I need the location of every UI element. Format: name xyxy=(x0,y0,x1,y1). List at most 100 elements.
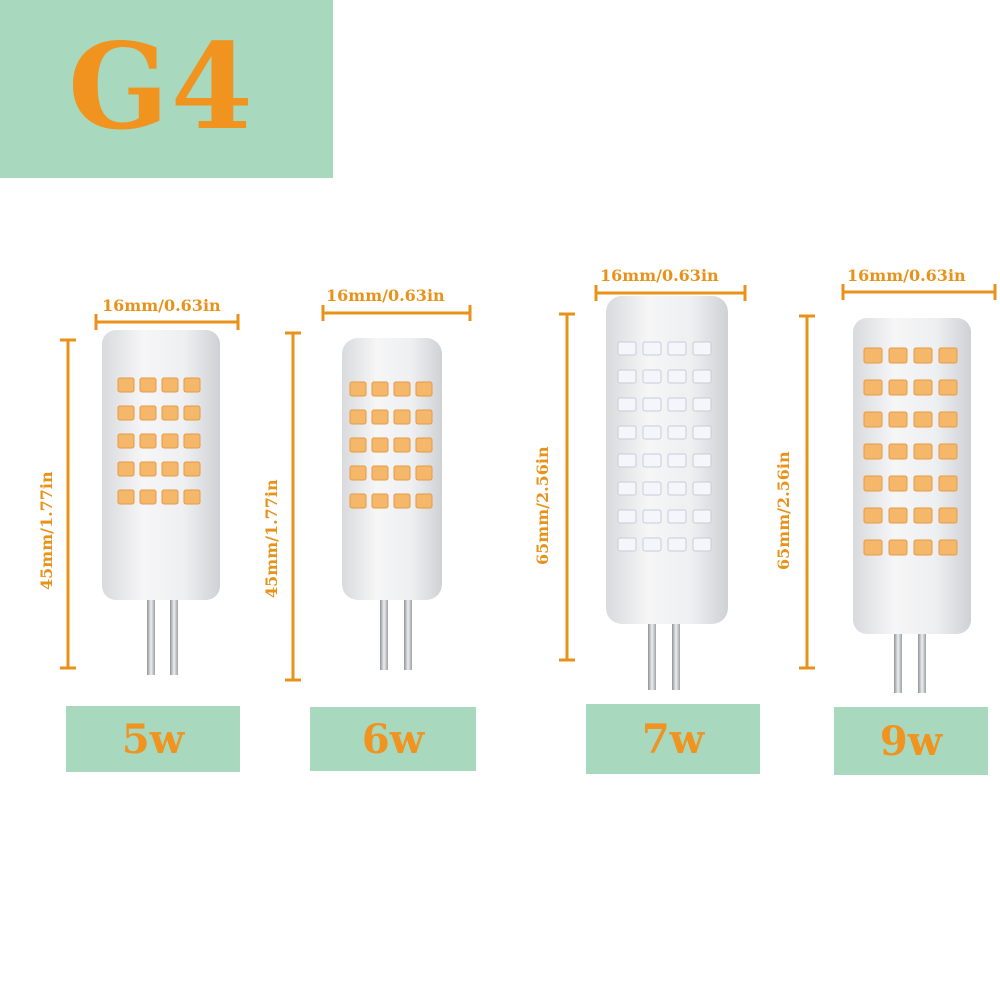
led-chip xyxy=(692,453,712,468)
led-chip xyxy=(667,509,687,524)
wattage-6w: 6w xyxy=(361,715,425,763)
led-chip xyxy=(139,433,157,449)
wattage-5w: 5w xyxy=(121,715,185,763)
led-chip xyxy=(888,443,908,460)
led-chip xyxy=(161,433,179,449)
led-chip xyxy=(349,409,367,425)
bulb-5w xyxy=(60,314,240,675)
led-chip xyxy=(117,377,135,393)
led-chip xyxy=(617,453,637,468)
led-chip xyxy=(913,507,933,524)
led-chip xyxy=(692,397,712,412)
led-chip xyxy=(415,409,433,425)
width-label-6w: 16mm/0.63in xyxy=(326,286,445,305)
led-chip xyxy=(913,539,933,556)
led-chip xyxy=(393,465,411,481)
led-chip xyxy=(888,347,908,364)
led-chip xyxy=(349,381,367,397)
led-chip xyxy=(938,507,958,524)
led-chip xyxy=(371,409,389,425)
wattage-badge-7w: 7w xyxy=(586,704,760,774)
led-chip xyxy=(863,443,883,460)
led-chip xyxy=(692,425,712,440)
led-chip xyxy=(642,481,662,496)
led-chip xyxy=(617,425,637,440)
led-chip xyxy=(393,437,411,453)
led-chip xyxy=(642,425,662,440)
bulb-9w xyxy=(799,284,997,693)
led-chip xyxy=(888,539,908,556)
led-chip xyxy=(913,443,933,460)
led-chip xyxy=(183,377,201,393)
led-chip xyxy=(888,411,908,428)
led-chip xyxy=(117,489,135,505)
led-chip xyxy=(183,433,201,449)
width-label-9w: 16mm/0.63in xyxy=(847,266,966,285)
led-chip xyxy=(913,475,933,492)
led-chip xyxy=(692,481,712,496)
led-chip xyxy=(161,489,179,505)
led-chip xyxy=(393,381,411,397)
wattage-9w: 9w xyxy=(879,717,943,765)
led-chip xyxy=(642,369,662,384)
led-chip xyxy=(692,341,712,356)
led-chip xyxy=(139,461,157,477)
title-panel: G4 xyxy=(0,0,333,178)
led-chip xyxy=(617,397,637,412)
width-label-7w: 16mm/0.63in xyxy=(600,266,719,285)
bulb-6w xyxy=(285,305,472,682)
led-chip xyxy=(938,539,958,556)
led-chip xyxy=(183,489,201,505)
led-chip xyxy=(161,461,179,477)
led-chip xyxy=(667,481,687,496)
wattage-badge-9w: 9w xyxy=(834,707,988,775)
led-chip xyxy=(139,405,157,421)
led-chip xyxy=(667,369,687,384)
wattage-badge-6w: 6w xyxy=(310,707,476,771)
led-chip xyxy=(371,465,389,481)
led-chip xyxy=(371,493,389,509)
led-chip xyxy=(667,425,687,440)
led-chip xyxy=(863,411,883,428)
led-chip xyxy=(913,379,933,396)
height-label-9w: 65mm/2.56in xyxy=(774,451,793,570)
led-chip xyxy=(117,461,135,477)
led-chip xyxy=(888,507,908,524)
led-chip xyxy=(139,377,157,393)
led-chip xyxy=(642,509,662,524)
led-chip xyxy=(692,509,712,524)
led-chip xyxy=(913,347,933,364)
led-chip xyxy=(349,437,367,453)
led-chip xyxy=(415,465,433,481)
width-label-5w: 16mm/0.63in xyxy=(102,296,221,315)
wattage-badge-5w: 5w xyxy=(66,706,240,772)
led-chip xyxy=(393,409,411,425)
page-title: G4 xyxy=(68,17,255,156)
led-chip xyxy=(863,539,883,556)
led-chip xyxy=(617,509,637,524)
led-chip xyxy=(415,381,433,397)
led-chip xyxy=(117,405,135,421)
led-chip xyxy=(617,481,637,496)
led-chip xyxy=(863,475,883,492)
led-chip xyxy=(692,537,712,552)
led-chip xyxy=(863,347,883,364)
height-label-6w: 45mm/1.77in xyxy=(262,479,281,598)
led-chip xyxy=(617,537,637,552)
led-chip xyxy=(371,381,389,397)
led-chip xyxy=(642,453,662,468)
led-chip xyxy=(139,489,157,505)
led-chip xyxy=(183,461,201,477)
led-chip xyxy=(415,437,433,453)
led-chip xyxy=(667,341,687,356)
height-label-5w: 45mm/1.77in xyxy=(37,471,56,590)
led-chip xyxy=(349,493,367,509)
led-chip xyxy=(642,397,662,412)
led-chip xyxy=(617,341,637,356)
led-chip xyxy=(888,379,908,396)
led-chip xyxy=(667,453,687,468)
led-chip xyxy=(371,437,389,453)
led-chip xyxy=(938,347,958,364)
led-chip xyxy=(667,537,687,552)
